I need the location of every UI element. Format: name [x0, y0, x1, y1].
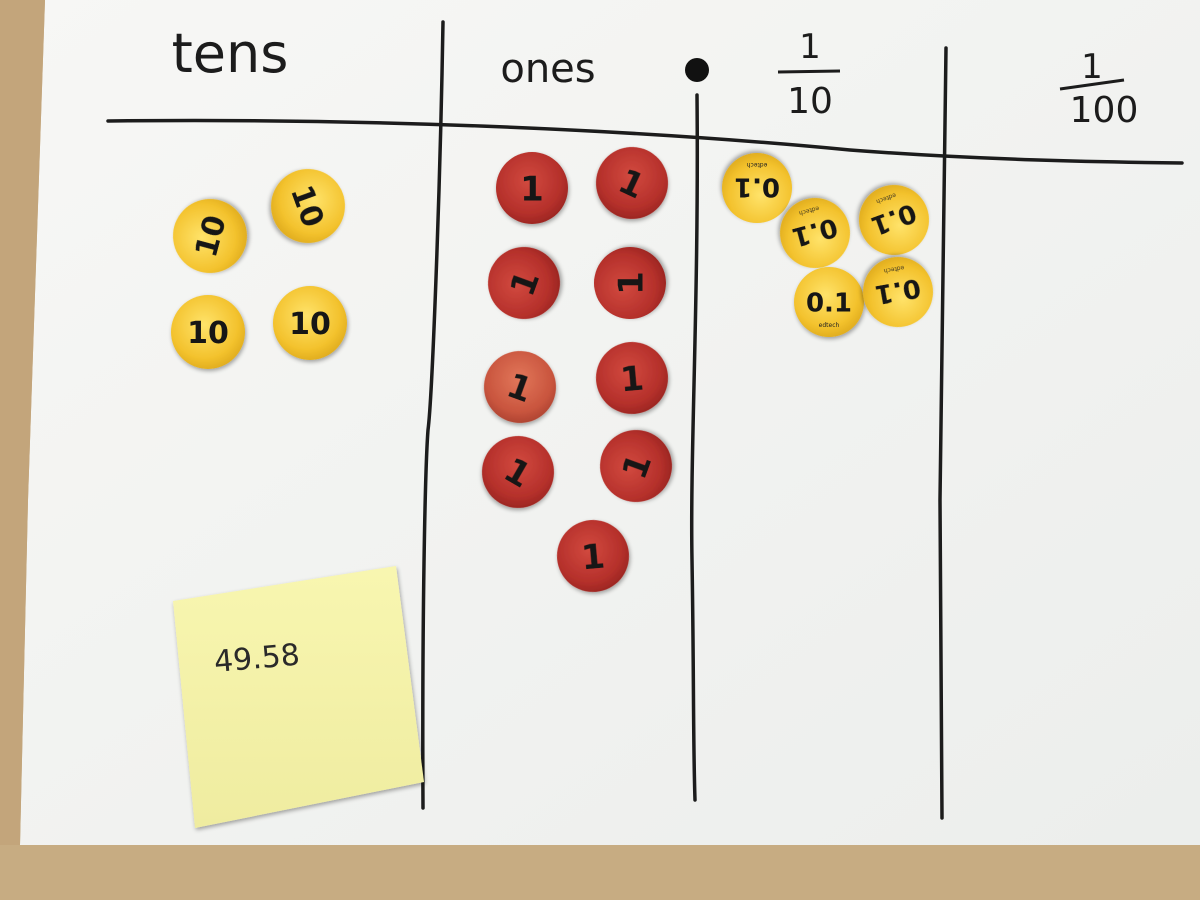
- ones-counter: 1: [596, 147, 668, 219]
- paper-edge-shadow: [0, 0, 45, 845]
- tenths-counter-brand: edtech: [746, 161, 767, 168]
- tenths-counter-brand: edtech: [819, 322, 840, 329]
- tens-counter: 10: [273, 286, 347, 360]
- header-hundredths-denominator: 100: [1070, 90, 1139, 131]
- tenths-counter: 0.1 edtech: [722, 153, 792, 223]
- tens-counter-disc: [273, 286, 347, 360]
- ones-counter-label: 1: [611, 271, 651, 295]
- header-tenths-numerator: 1: [799, 27, 821, 67]
- ones-counter: 1: [596, 342, 668, 414]
- tenths-counter-label: 0.1: [806, 288, 852, 318]
- ones-counter-label: 1: [580, 536, 607, 578]
- decimal-point-dot: [685, 58, 709, 82]
- ones-counter: 1: [496, 152, 568, 224]
- column-headers: tens ones 1 10 1 100: [172, 22, 1139, 131]
- tens-counter-label: 10: [187, 316, 229, 351]
- divider-tenths-hundredths: [938, 46, 948, 820]
- tens-counter: 10: [173, 199, 247, 273]
- tenths-counter-disc: [722, 153, 792, 223]
- ones-counter-label: 1: [520, 169, 544, 209]
- ones-counter: 1: [484, 351, 556, 423]
- ones-counter-disc: [496, 152, 568, 224]
- sticky-note: 49.58: [173, 566, 424, 828]
- chart-lines: [106, 20, 1184, 820]
- sticky-note-paper: [173, 566, 424, 828]
- ones-counter-disc: [594, 247, 666, 319]
- tenths-counter-disc: [794, 267, 864, 337]
- sticky-note-text: 49.58: [213, 638, 302, 680]
- tenths-counter-disc: [863, 257, 933, 327]
- ones-counter: 1: [600, 430, 672, 502]
- tenths-counter: 0.1 edtech: [794, 267, 864, 337]
- ones-counter-disc: [600, 430, 672, 502]
- ones-counter-disc: [596, 342, 668, 414]
- ones-counter-disc: [482, 436, 554, 508]
- header-tens: tens: [172, 22, 289, 85]
- tens-counter: 10: [171, 295, 245, 369]
- tenths-counter-disc: [780, 198, 850, 268]
- tens-counter-disc: [173, 199, 247, 273]
- tenths-counter-label: 0.1: [734, 172, 780, 202]
- tens-counter-disc: [171, 295, 245, 369]
- ones-counter: 1: [594, 247, 666, 319]
- ones-counter: 1: [488, 247, 560, 319]
- header-tenths-denominator: 10: [787, 81, 833, 122]
- tens-counter: 10: [271, 169, 345, 243]
- header-hundredths-numerator: 1: [1081, 47, 1103, 87]
- header-line: [106, 118, 1184, 165]
- ones-counter-disc: [488, 247, 560, 319]
- tens-counter-label: 10: [289, 307, 331, 342]
- tens-counters: 10 10 10 10: [171, 169, 347, 369]
- ones-counter-disc: [596, 147, 668, 219]
- header-hundredths-bar: [1059, 78, 1125, 91]
- divider-tens-ones: [421, 20, 445, 810]
- divider-decimal-point: [689, 93, 700, 802]
- ones-counter-disc: [484, 351, 556, 423]
- header-ones: ones: [500, 46, 595, 92]
- ones-counter-label: 1: [619, 358, 646, 400]
- tens-counter-disc: [271, 169, 345, 243]
- tenths-counter-brand: edtech: [883, 263, 905, 274]
- ones-counter-disc: [557, 520, 629, 592]
- table-bottom: [0, 845, 1200, 900]
- header-tenths-bar: [777, 69, 841, 74]
- tenths-counter-disc: [859, 185, 929, 255]
- ones-counter: 1: [482, 436, 554, 508]
- ones-counter: 1: [557, 520, 629, 592]
